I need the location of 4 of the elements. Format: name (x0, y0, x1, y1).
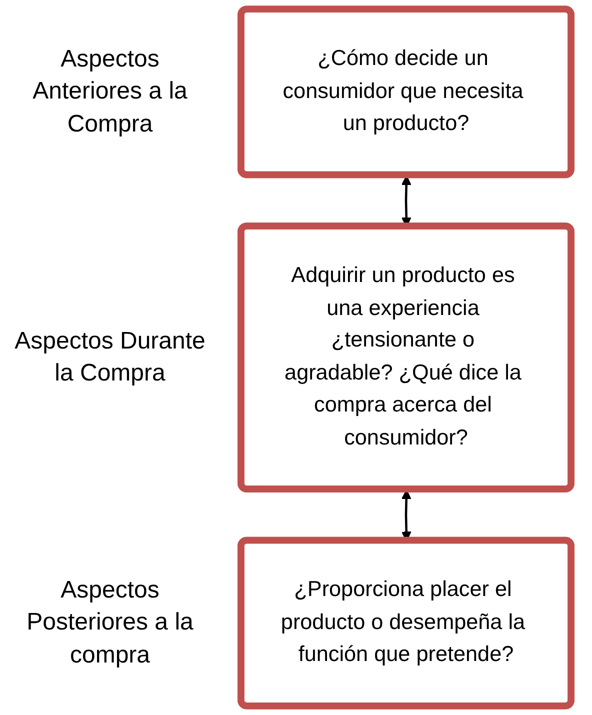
stage-label: Aspectos Durante la Compra (14, 326, 206, 388)
flowchart: ¿Cómo decide un consumidor que necesita un producto? Adquirir un producto es una experiencia ¿tensionante o agradable? ¿Qué dice la compra acerca del consumidor? ¿Proporciona placer el producto o desempeña la función que pretende? (225, 0, 587, 715)
stage-label: Aspectos Posteriores a la compra (26, 575, 194, 670)
stage-label: Aspectos Anteriores a la Compra (32, 44, 188, 140)
